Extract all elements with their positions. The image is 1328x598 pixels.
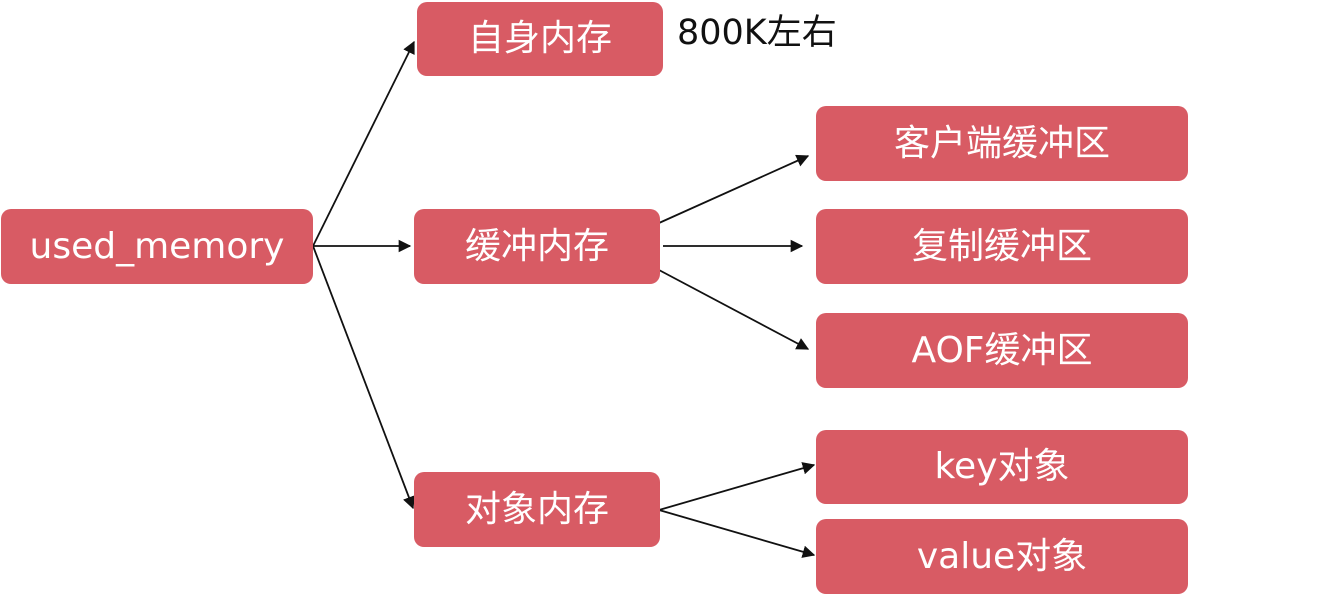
node-buffer-memory: 缓冲内存 [414, 209, 660, 284]
key-object-label: key对象 [934, 446, 1070, 487]
node-replication-buffer: 复制缓冲区 [816, 209, 1188, 284]
edge-buffer-to-client-buffer [658, 154, 810, 224]
self-memory-size-note: 800K左右 [677, 13, 837, 53]
edge-root-to-self-memory [312, 40, 415, 247]
node-value-object: value对象 [816, 519, 1188, 594]
self-memory-label: 自身内存 [467, 18, 612, 59]
edge-buffer-to-aof-buffer [658, 269, 810, 350]
node-key-object: key对象 [816, 430, 1188, 504]
edge-root-to-object-memory [312, 245, 415, 510]
node-self-memory: 自身内存 [417, 2, 663, 76]
object-memory-label: 对象内存 [464, 488, 609, 530]
buffer-memory-label: 缓冲内存 [464, 225, 609, 267]
edge-object-to-value-object [658, 509, 816, 558]
replication-buffer-label: 复制缓冲区 [911, 225, 1092, 267]
node-aof-buffer: AOF缓冲区 [816, 313, 1188, 388]
value-object-label: value对象 [916, 535, 1088, 577]
root-node-label: used_memory [29, 225, 285, 267]
node-client-buffer: 客户端缓冲区 [816, 106, 1188, 181]
node-object-memory: 对象内存 [414, 472, 660, 547]
client-buffer-label: 客户端缓冲区 [893, 122, 1110, 164]
edge-object-to-key-object [658, 462, 816, 511]
root-node-used-memory: used_memory [1, 209, 313, 284]
aof-buffer-label: AOF缓冲区 [911, 329, 1093, 371]
